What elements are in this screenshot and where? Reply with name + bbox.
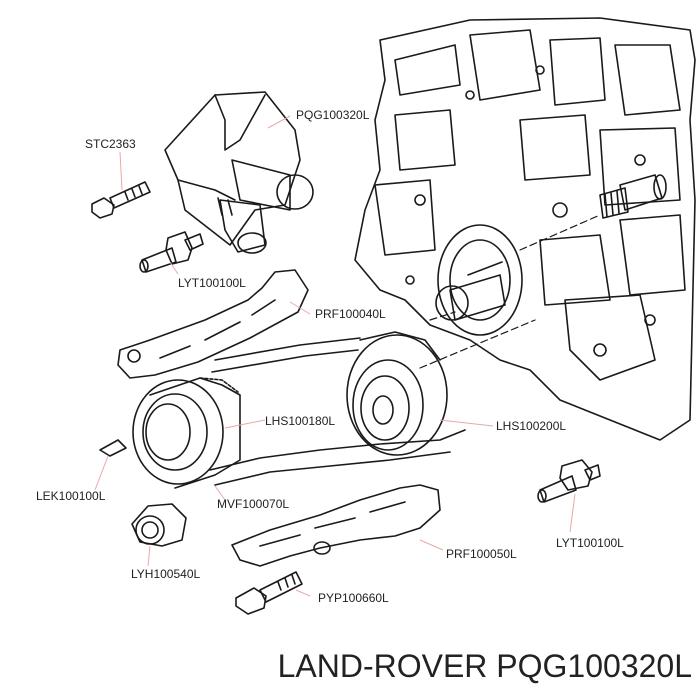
label-lyt100100l-left: LYT100100L (178, 276, 246, 290)
nut (131, 503, 187, 547)
label-lhs100200l: LHS100200L (496, 419, 567, 433)
label-mvf100070l: MVF100070L (217, 497, 290, 511)
label-pyp100660l: PYP100660L (318, 591, 389, 605)
tensioner (164, 91, 314, 254)
label-lyt100100l-right: LYT100100L (556, 536, 624, 550)
bolt-bottom (235, 571, 303, 615)
engine-block (354, 17, 696, 441)
label-pqg100320l: PQG100320L (296, 108, 370, 122)
guide-lower (231, 484, 441, 567)
guide-upper (117, 269, 309, 379)
key (99, 439, 127, 457)
label-lyh100540l: LYH100540L (131, 567, 201, 581)
bolt-top (91, 181, 151, 219)
alignment-lines (419, 214, 601, 369)
stud-right (537, 459, 601, 503)
label-lhs100180l: LHS100180L (265, 414, 336, 428)
leader-lines (94, 115, 576, 597)
label-prf100040l: PRF100040L (315, 307, 386, 321)
label-stc2363: STC2363 (85, 137, 136, 151)
label-prf100050l: PRF100050L (446, 547, 517, 561)
caption: LAND-ROVER PQG100320L (277, 648, 692, 684)
chain-assembly (132, 331, 466, 489)
stud-left (139, 231, 204, 273)
label-lek100100l: LEK100100L (36, 489, 106, 503)
